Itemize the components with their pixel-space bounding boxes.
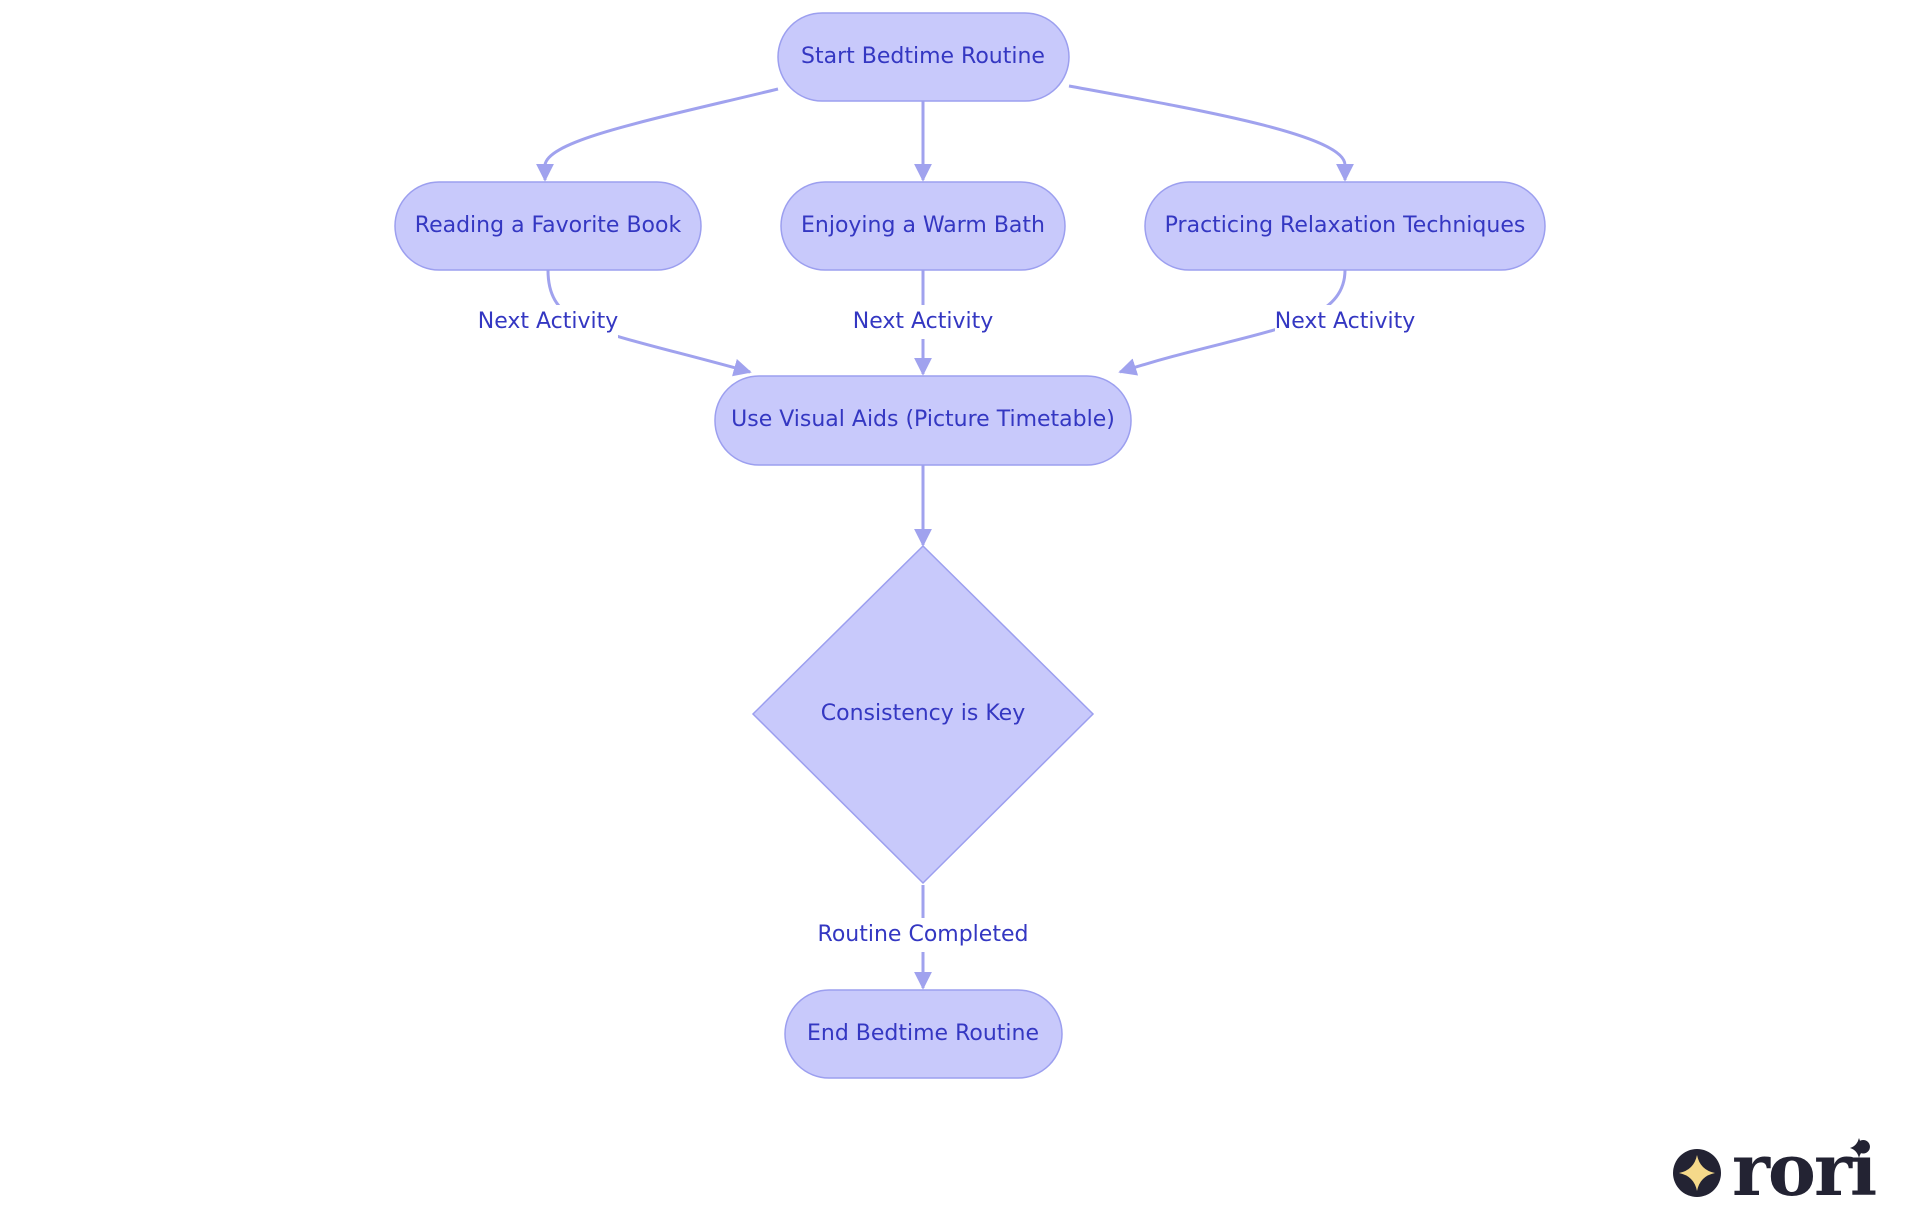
sparkle-icon xyxy=(1850,1138,1868,1158)
node-consistency-is-key[interactable]: Consistency is Key xyxy=(751,544,1095,885)
node-practicing-relaxation-techniques[interactable]: Practicing Relaxation Techniques xyxy=(1144,181,1546,271)
edge-label-text: Routine Completed xyxy=(818,922,1029,947)
edge-label-text: Next Activity xyxy=(1275,309,1416,334)
edge-label-text: Next Activity xyxy=(478,309,619,334)
node-start-bedtime-routine[interactable]: Start Bedtime Routine xyxy=(777,12,1070,102)
node-end-bedtime-routine[interactable]: End Bedtime Routine xyxy=(784,989,1063,1079)
node-reading-favorite-book[interactable]: Reading a Favorite Book xyxy=(394,181,702,271)
node-label: Reading a Favorite Book xyxy=(415,213,682,238)
node-label: Consistency is Key xyxy=(821,701,1025,726)
node-label: Enjoying a Warm Bath xyxy=(801,213,1045,238)
node-use-visual-aids[interactable]: Use Visual Aids (Picture Timetable) xyxy=(714,375,1132,466)
node-label: Use Visual Aids (Picture Timetable) xyxy=(731,407,1115,432)
edge-start-to-reading xyxy=(536,87,779,182)
edge-start-to-relax xyxy=(1068,84,1354,182)
edge-label-text: Next Activity xyxy=(853,309,994,334)
node-label: Start Bedtime Routine xyxy=(801,44,1045,69)
edge-label-bath-to-visual: Next Activity xyxy=(853,305,994,339)
logo-wordmark: rori xyxy=(1732,1127,1876,1212)
brand-logo: rori xyxy=(1673,1127,1878,1212)
star-icon xyxy=(1673,1149,1721,1197)
node-label: End Bedtime Routine xyxy=(807,1021,1039,1046)
edge-label-consistency-to-end: Routine Completed xyxy=(818,918,1029,952)
node-enjoying-warm-bath[interactable]: Enjoying a Warm Bath xyxy=(780,181,1066,271)
node-label: Practicing Relaxation Techniques xyxy=(1165,213,1526,238)
edge-label-relax-to-visual: Next Activity xyxy=(1275,305,1416,339)
edge-label-reading-to-visual: Next Activity xyxy=(478,305,619,339)
